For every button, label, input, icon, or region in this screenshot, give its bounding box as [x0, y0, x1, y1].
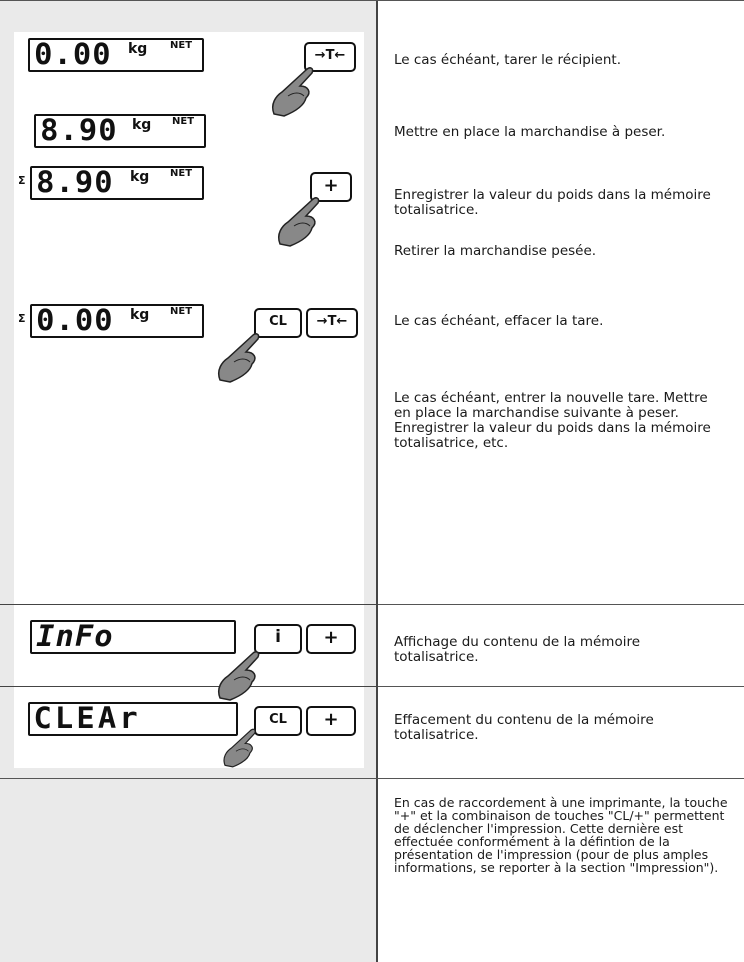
row-divider: [0, 604, 376, 605]
plus-key-label: +: [323, 175, 339, 196]
clear-key[interactable]: CL: [254, 706, 302, 736]
plus-key[interactable]: +: [306, 624, 356, 654]
weight-display: 0.00 kg NET: [30, 303, 204, 338]
pointing-hand-icon: [271, 67, 314, 117]
instruction-text: Le cas échéant, effacer la tare.: [394, 313, 604, 329]
info-display: InFo: [30, 619, 236, 654]
plus-key[interactable]: +: [310, 172, 352, 202]
tare-key-label: →T←: [316, 314, 348, 329]
instruction-text: Le cas échéant, tarer le récipient.: [394, 52, 622, 68]
pointing-hand-icon: [277, 197, 320, 247]
weight-display: 8.90 kg NET: [30, 165, 204, 200]
row-divider: [378, 604, 744, 605]
column-divider: [376, 0, 378, 962]
sigma-indicator: Σ: [18, 312, 26, 325]
net-indicator: NET: [170, 40, 193, 51]
display-unit: kg: [132, 117, 152, 133]
info-key[interactable]: i: [254, 624, 302, 654]
info-key-label: i: [275, 627, 281, 647]
tare-key[interactable]: →T←: [306, 308, 358, 338]
instruction-text: Retirer la marchandise pesée.: [394, 243, 597, 259]
weight-display: 8.90 kg NET: [34, 113, 206, 148]
instruction-text: Affichage du contenu de la mémoire total…: [394, 634, 641, 665]
display-value: InFo: [36, 619, 114, 653]
display-value: 0.00: [36, 303, 114, 337]
net-indicator: NET: [170, 306, 193, 317]
row-divider: [0, 0, 744, 1]
tare-key-label: →T←: [314, 48, 346, 63]
sigma-indicator: Σ: [18, 174, 26, 187]
tare-key[interactable]: →T←: [304, 42, 356, 72]
display-unit: kg: [130, 169, 150, 185]
clear-display: CLEAr: [28, 701, 238, 736]
instruction-text: Le cas échéant, entrer la nouvelle tare.…: [394, 390, 711, 451]
instruction-text: Effacement du contenu de la mémoire tota…: [394, 712, 654, 743]
display-value: 0.00: [34, 37, 112, 71]
display-value: 8.90: [36, 165, 114, 199]
instruction-text: Mettre en place la marchandise à peser.: [394, 124, 666, 140]
pointing-hand-icon: [217, 651, 260, 701]
row-divider: [0, 686, 376, 687]
pointing-hand-icon: [223, 728, 256, 768]
row-divider: [0, 778, 744, 779]
plus-key-label: +: [323, 709, 339, 730]
weight-display: 0.00 kg NET: [28, 37, 204, 72]
net-indicator: NET: [170, 168, 193, 179]
display-unit: kg: [128, 41, 148, 57]
display-value: 8.90: [40, 113, 118, 147]
plus-key[interactable]: +: [306, 706, 356, 736]
net-indicator: NET: [172, 116, 195, 127]
display-unit: kg: [130, 307, 150, 323]
row-divider: [378, 686, 744, 687]
display-value: CLEAr: [33, 701, 141, 735]
plus-key-label: +: [323, 627, 339, 648]
pointing-hand-icon: [217, 333, 260, 383]
instruction-text: Enregistrer la valeur du poids dans la m…: [394, 187, 711, 218]
printing-note: En cas de raccordement à une imprimante,…: [394, 795, 728, 875]
clear-key[interactable]: CL: [254, 308, 302, 338]
clear-key-label: CL: [269, 314, 287, 329]
clear-key-label: CL: [269, 712, 287, 727]
